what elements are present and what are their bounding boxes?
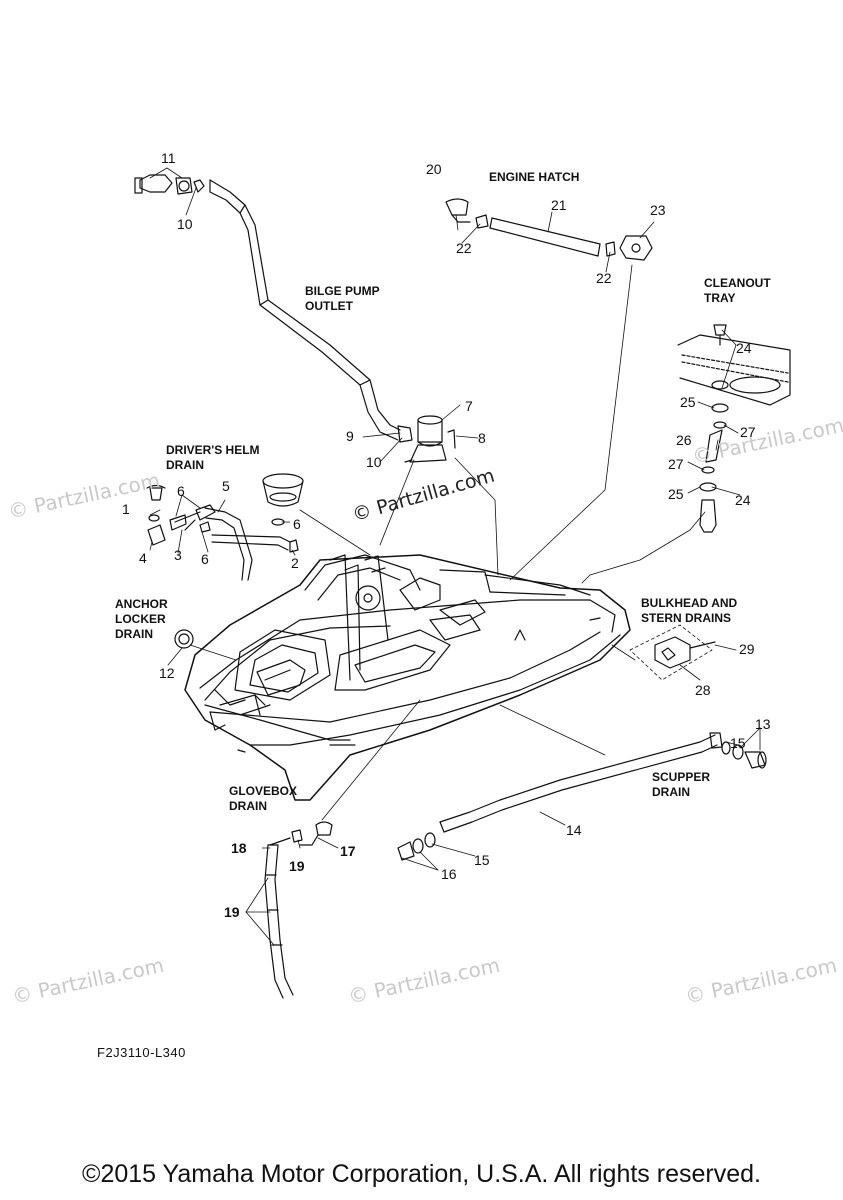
part-number-2: 2 (291, 555, 299, 571)
part-number-19: 19 (289, 858, 305, 874)
label-drivers-helm-drain: DRIVER'S HELM DRAIN (166, 443, 260, 472)
part-number-17: 17 (340, 843, 356, 859)
bilge-pump-hose (134, 174, 413, 443)
part-number-27: 27 (740, 424, 756, 440)
glovebox-drain (264, 821, 333, 999)
part-number-29: 29 (739, 641, 755, 657)
part-number-14: 14 (566, 822, 582, 838)
part-number-10: 10 (366, 454, 382, 470)
label-bulkhead-stern-drains: BULKHEAD AND STERN DRAINS (641, 596, 738, 625)
part-number-22: 22 (456, 240, 472, 256)
part-number-25: 25 (680, 394, 696, 410)
part-number-28: 28 (695, 682, 711, 698)
part-number-23: 23 (650, 202, 666, 218)
part-number-15: 15 (730, 735, 746, 751)
part-number-7: 7 (465, 398, 473, 414)
label-scupper-drain: SCUPPER DRAIN (652, 770, 711, 799)
scupper-drain (397, 732, 767, 861)
label-anchor-locker-drain: ANCHOR LOCKER DRAIN (115, 597, 168, 641)
part-number-24: 24 (735, 492, 751, 508)
bulkhead-stern-drains (629, 624, 716, 681)
part-number-6: 6 (177, 483, 185, 499)
bilge-pump (404, 415, 456, 463)
part-number-12: 12 (159, 665, 175, 681)
part-number-6: 6 (293, 516, 301, 532)
part-number-9: 9 (346, 428, 354, 444)
part-number-18: 18 (231, 840, 247, 856)
part-number-5: 5 (222, 478, 230, 494)
part-number-21: 21 (551, 197, 567, 213)
part-number-25: 25 (668, 486, 684, 502)
anchor-locker-drain (174, 629, 237, 661)
drivers-helm-drain (146, 473, 304, 581)
part-number-3: 3 (174, 547, 182, 563)
label-cleanout-tray: CLEANOUT TRAY (704, 276, 771, 305)
boat-hull (184, 554, 631, 801)
part-number-4: 4 (139, 550, 147, 566)
engine-hatch-drain (445, 198, 653, 261)
diagram-code: F2J3110-L340 (97, 1045, 186, 1060)
part-number-27: 27 (668, 456, 684, 472)
part-number-10: 10 (177, 216, 193, 232)
label-bilge-pump-outlet: BILGE PUMP OUTLET (305, 284, 380, 313)
copyright-text: ©2015 Yamaha Motor Corporation, U.S.A. A… (82, 1160, 761, 1188)
part-number-20: 20 (426, 161, 442, 177)
part-number-11: 11 (161, 150, 176, 166)
part-number-24: 24 (736, 340, 752, 356)
leader-lines (149, 167, 761, 946)
part-number-1: 1 (122, 501, 130, 517)
label-engine-hatch: ENGINE HATCH (489, 170, 580, 184)
part-number-22: 22 (596, 270, 612, 286)
label-glovebox-drain: GLOVEBOX DRAIN (229, 784, 298, 813)
part-number-15: 15 (474, 852, 490, 868)
part-number-13: 13 (755, 716, 771, 732)
part-number-16: 16 (441, 866, 457, 882)
cleanout-tray (677, 324, 791, 533)
part-number-26: 26 (676, 432, 692, 448)
part-number-19: 19 (224, 904, 240, 920)
part-number-6: 6 (201, 551, 209, 567)
part-number-8: 8 (478, 430, 486, 446)
